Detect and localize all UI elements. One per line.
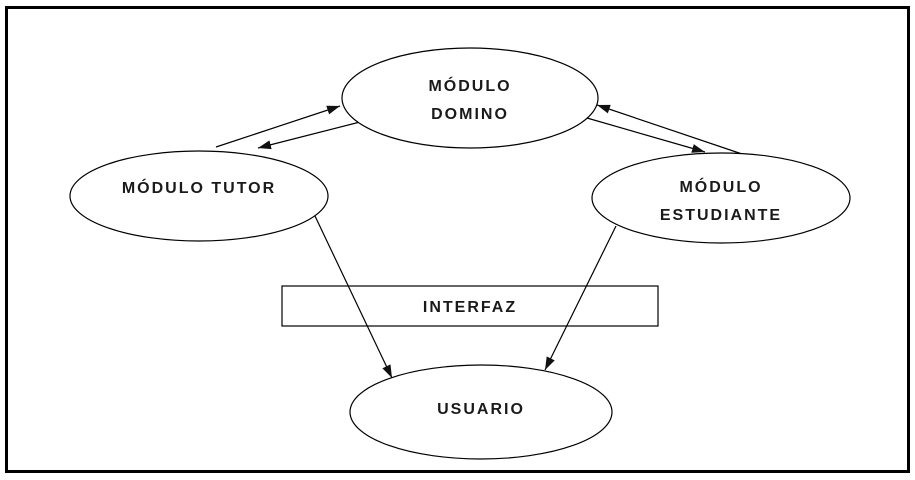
- arrow-domino-to-estudiante: [586, 117, 706, 153]
- tutor-label: MÓDULO TUTOR: [122, 178, 276, 197]
- arrow-tutor-to-usuario: [314, 215, 393, 379]
- domino-ellipse: [341, 47, 599, 149]
- arrow-domino-to-tutor: [257, 121, 361, 150]
- estudiante-label-line2: ESTUDIANTE: [660, 207, 782, 224]
- tutor-ellipse: [69, 150, 329, 242]
- domino-label-line2: DOMINO: [431, 106, 509, 123]
- arrow-tutor-to-domino: [215, 105, 341, 148]
- interfaz-box: [281, 285, 659, 327]
- interfaz-label: INTERFAZ: [423, 299, 517, 316]
- usuario-label: USUARIO: [437, 401, 525, 418]
- usuario-ellipse: [349, 364, 613, 460]
- estudiante-label-line1: MÓDULO: [679, 177, 762, 196]
- arrow-estudiante-to-domino: [596, 104, 746, 156]
- domino-label-line1: MÓDULO: [428, 76, 511, 95]
- estudiante-ellipse: [591, 152, 851, 244]
- outer-border: [5, 6, 910, 473]
- arrow-estudiante-to-usuario: [544, 225, 617, 371]
